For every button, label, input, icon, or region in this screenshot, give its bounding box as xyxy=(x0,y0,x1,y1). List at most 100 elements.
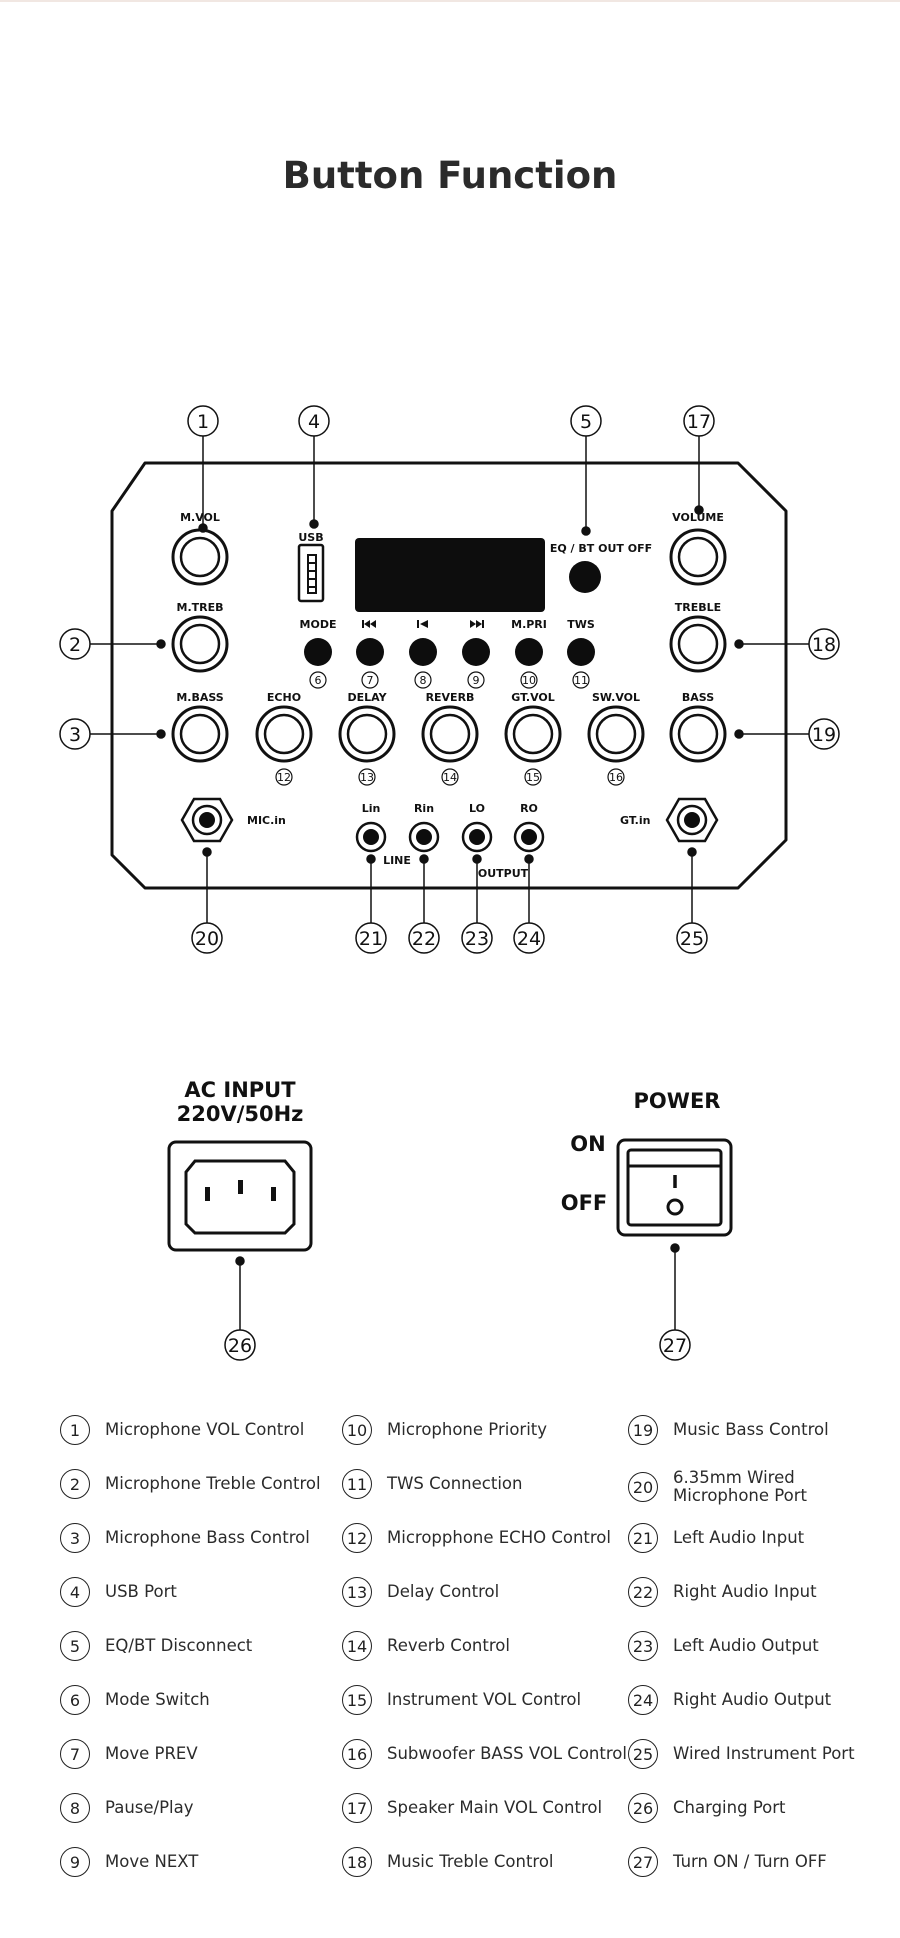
legend-number: 2 xyxy=(60,1469,90,1499)
legend-number: 16 xyxy=(342,1739,372,1769)
prev-button[interactable] xyxy=(356,638,384,666)
legend-text: Left Audio Output xyxy=(673,1636,819,1655)
legend-number: 24 xyxy=(628,1685,658,1715)
label-volume: VOLUME xyxy=(672,511,724,524)
svg-text:23: 23 xyxy=(465,928,489,950)
callout-21: 21 xyxy=(355,922,387,954)
tws-button[interactable] xyxy=(567,638,595,666)
svg-text:20: 20 xyxy=(195,928,219,950)
legend-number: 25 xyxy=(628,1739,658,1769)
svg-text:16: 16 xyxy=(609,771,623,784)
legend-text: 6.35mm Wired Microphone Port xyxy=(673,1468,807,1505)
legend-number: 21 xyxy=(628,1523,658,1553)
next-button[interactable] xyxy=(462,638,490,666)
callout-25: 25 xyxy=(676,922,708,954)
callout-7: 7 xyxy=(361,671,379,689)
legend-number: 3 xyxy=(60,1523,90,1553)
legend-number: 20 xyxy=(628,1472,658,1502)
legend-item: 3 Microphone Bass Control xyxy=(60,1523,310,1553)
callout-1: 1 xyxy=(187,405,219,437)
callout-20: 20 xyxy=(191,922,223,954)
ac-input-socket[interactable] xyxy=(167,1140,313,1252)
legend-text: Mode Switch xyxy=(105,1690,210,1709)
gt-in-jack[interactable] xyxy=(665,797,719,843)
legend-text: Microphone Bass Control xyxy=(105,1528,310,1547)
svg-text:9: 9 xyxy=(473,674,480,687)
callout-12: 12 xyxy=(275,768,293,786)
legend-number: 26 xyxy=(628,1793,658,1823)
next-icon xyxy=(470,620,484,628)
callout-17: 17 xyxy=(683,405,715,437)
label-mode: MODE xyxy=(300,618,337,631)
power-off-label: OFF xyxy=(561,1191,608,1215)
label-usb: USB xyxy=(298,531,323,544)
legend-number: 4 xyxy=(60,1577,90,1607)
mic-in-jack[interactable] xyxy=(180,797,234,843)
label-mpri: M.PRI xyxy=(511,618,547,631)
label-micin: MIC.in xyxy=(247,814,286,827)
lcd-display xyxy=(355,538,545,612)
callout-8: 8 xyxy=(414,671,432,689)
legend-text: Reverb Control xyxy=(387,1636,510,1655)
power-switch[interactable] xyxy=(616,1138,733,1237)
top-divider xyxy=(0,0,900,2)
legend-number: 7 xyxy=(60,1739,90,1769)
legend-text: Left Audio Input xyxy=(673,1528,805,1547)
knob-delay[interactable] xyxy=(338,705,396,763)
knob-volume[interactable] xyxy=(669,528,727,586)
label-lin: Lin xyxy=(362,802,381,815)
eq-bt-button[interactable] xyxy=(569,561,601,593)
legend-text: Music Treble Control xyxy=(387,1852,554,1871)
knob-swvol[interactable] xyxy=(587,705,645,763)
legend-text: Microphone VOL Control xyxy=(105,1420,305,1439)
callout-16: 16 xyxy=(607,768,625,786)
knob-gtvol[interactable] xyxy=(504,705,562,763)
legend-text: Turn ON / Turn OFF xyxy=(673,1852,827,1871)
lo-jack[interactable] xyxy=(461,821,493,853)
knob-mtreb[interactable] xyxy=(171,615,229,673)
callout-23: 23 xyxy=(461,922,493,954)
ac-input-spec: 220V/50Hz xyxy=(177,1102,304,1126)
ro-jack[interactable] xyxy=(513,821,545,853)
play-pause-button[interactable] xyxy=(409,638,437,666)
svg-text:3: 3 xyxy=(69,724,81,746)
callout-27: 27 xyxy=(659,1329,691,1361)
usb-port[interactable] xyxy=(297,543,325,603)
callout-19: 19 xyxy=(808,718,840,750)
legend-text: Speaker Main VOL Control xyxy=(387,1798,603,1817)
svg-text:25: 25 xyxy=(680,928,704,950)
knob-bass[interactable] xyxy=(669,705,727,763)
legend-text: Microphone Treble Control xyxy=(105,1474,321,1493)
svg-text:13: 13 xyxy=(360,771,374,784)
knob-reverb[interactable] xyxy=(421,705,479,763)
svg-text:27: 27 xyxy=(663,1335,687,1357)
legend-number: 5 xyxy=(60,1631,90,1661)
knob-echo[interactable] xyxy=(255,705,313,763)
rin-jack[interactable] xyxy=(408,821,440,853)
legend-number: 12 xyxy=(342,1523,372,1553)
svg-text:12: 12 xyxy=(277,771,291,784)
knob-mbass[interactable] xyxy=(171,705,229,763)
label-gtin: GT.in xyxy=(620,814,650,827)
svg-text:21: 21 xyxy=(359,928,383,950)
mpri-button[interactable] xyxy=(515,638,543,666)
lin-jack[interactable] xyxy=(355,821,387,853)
mode-button[interactable] xyxy=(304,638,332,666)
legend-text: Subwoofer BASS VOL Control xyxy=(387,1744,627,1763)
callout-15: 15 xyxy=(524,768,542,786)
legend-number: 23 xyxy=(628,1631,658,1661)
legend-text: Music Bass Control xyxy=(673,1420,829,1439)
legend-item: 21 Left Audio Input xyxy=(628,1523,804,1553)
callout-3: 3 xyxy=(59,718,91,750)
knob-mvol[interactable] xyxy=(171,528,229,586)
label-tws: TWS xyxy=(567,618,595,631)
knob-treble[interactable] xyxy=(669,615,727,673)
